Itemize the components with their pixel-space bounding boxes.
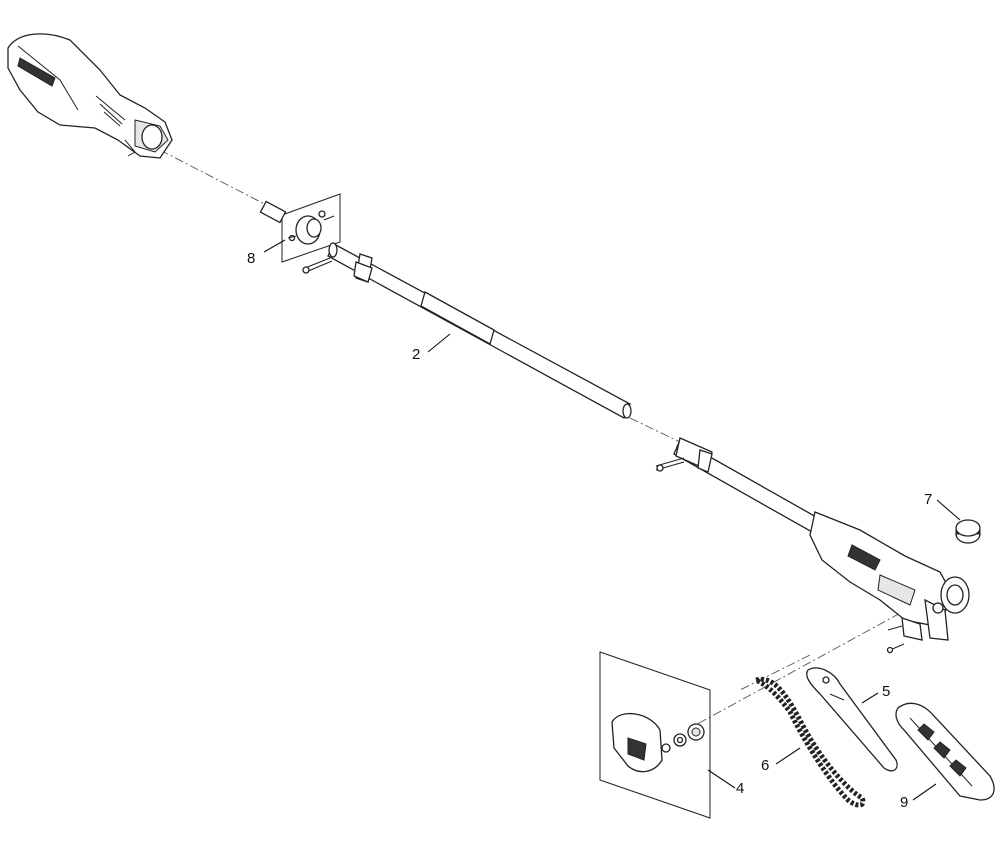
coupler-kit-part-8 xyxy=(259,193,341,274)
power-head xyxy=(7,33,173,159)
callout-9: 9 xyxy=(900,794,908,811)
oil-cap-part-7 xyxy=(955,519,981,544)
callout-2: 2 xyxy=(412,346,420,363)
callout-7: 7 xyxy=(924,491,932,508)
callout-6: 6 xyxy=(761,757,769,774)
callout-5: 5 xyxy=(882,683,890,700)
guide-bar-part-5 xyxy=(806,667,898,772)
saw-head xyxy=(809,511,970,654)
callout-8: 8 xyxy=(247,250,255,267)
assembly-lines xyxy=(159,149,916,729)
scabbard-part-9 xyxy=(895,702,995,801)
callout-4: 4 xyxy=(736,780,744,797)
leader-lines xyxy=(263,239,961,801)
sprocket-cover-kit-part-4 xyxy=(599,651,711,819)
saw-chain-part-6 xyxy=(748,676,866,808)
shaft-part-2 xyxy=(327,242,819,533)
